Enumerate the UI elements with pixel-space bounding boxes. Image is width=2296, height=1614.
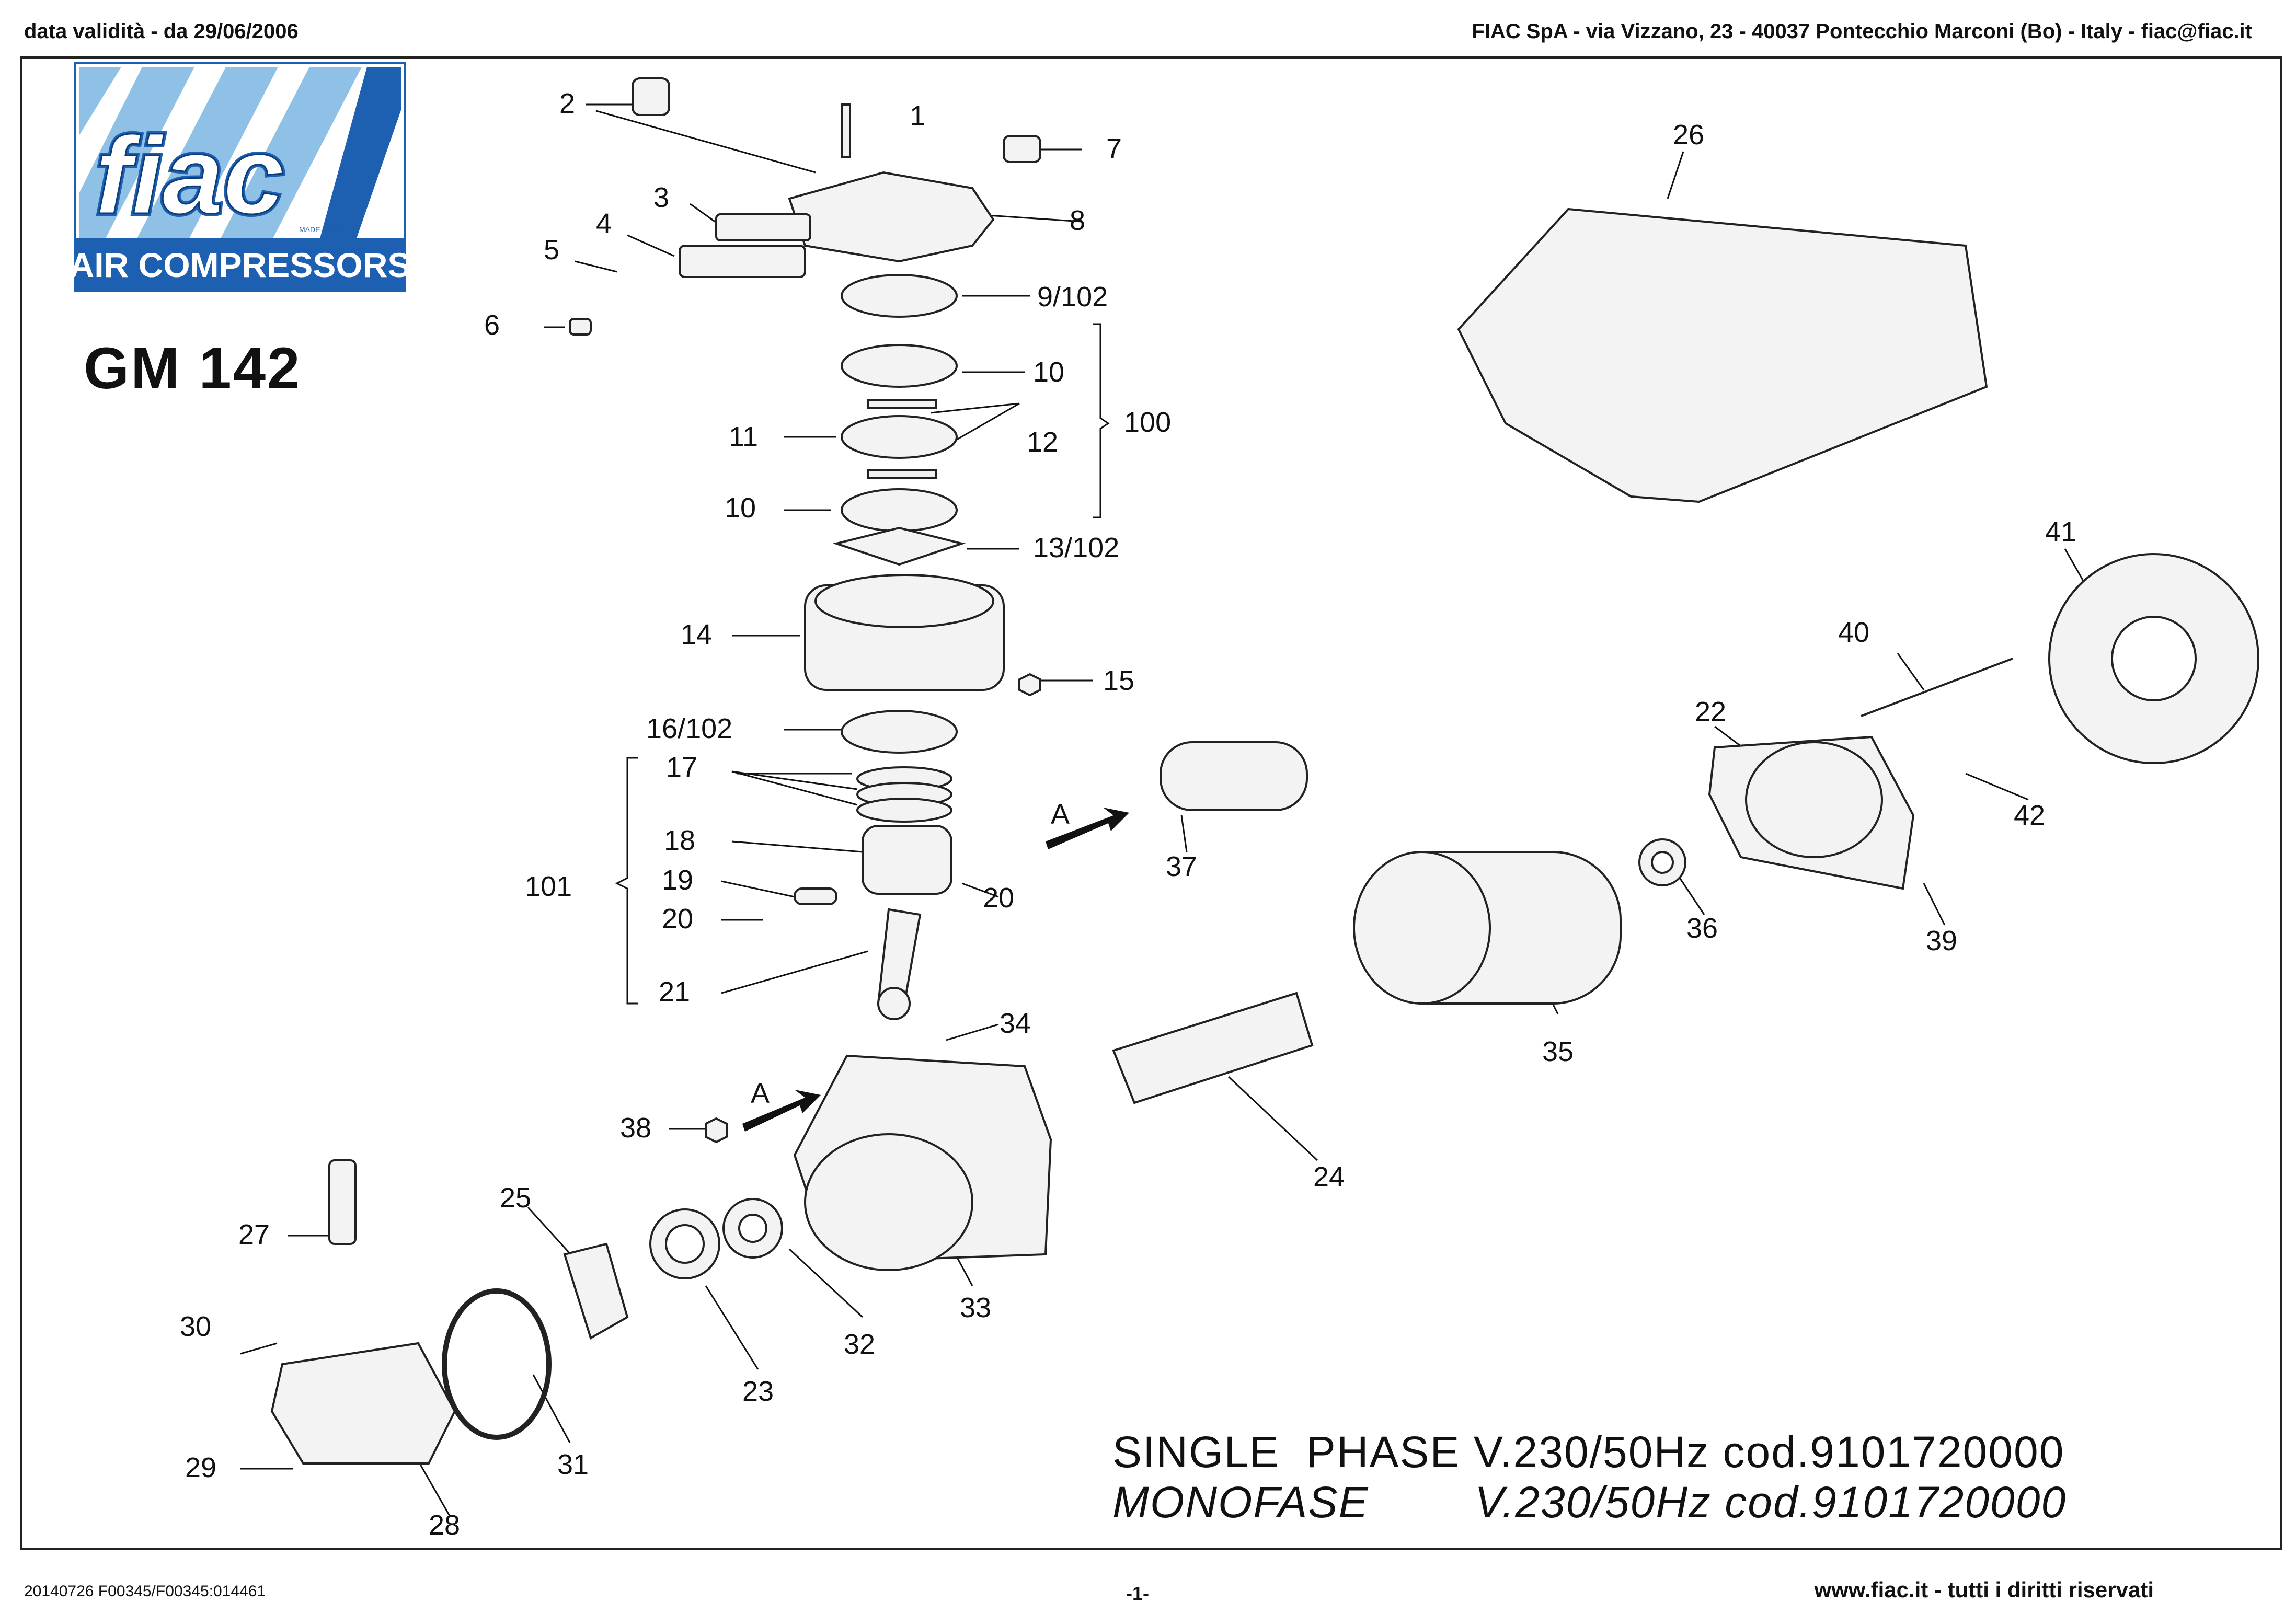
label-part-18: 18: [664, 825, 695, 856]
logo-made-in: MADE IN ITALY: [299, 225, 351, 234]
label-part-9-102: 9/102: [1037, 281, 1108, 313]
logo-brand-outline: fiac: [95, 114, 284, 237]
label-part-1: 1: [910, 100, 925, 132]
label-part-6: 6: [484, 309, 500, 341]
label-part-27: 27: [238, 1219, 270, 1250]
label-part-17: 17: [666, 752, 697, 783]
label-part-39: 39: [1926, 925, 1957, 956]
label-part-24: 24: [1313, 1161, 1345, 1193]
label-part-29: 29: [185, 1452, 216, 1483]
label-part-14: 14: [681, 619, 712, 650]
page-number: -1-: [1126, 1583, 1149, 1604]
drawing-frame: [20, 56, 2282, 1550]
arrow-a-label-1: A: [1051, 799, 1070, 830]
logo-brand: fiac: [95, 114, 284, 237]
label-part-42: 42: [2014, 800, 2045, 831]
label-part-12: 12: [1027, 426, 1058, 458]
label-part-34: 34: [1000, 1008, 1031, 1039]
label-part-23: 23: [742, 1376, 774, 1407]
arrow-a-label-2: A: [751, 1078, 770, 1109]
label-part-21: 21: [659, 976, 690, 1008]
label-part-25: 25: [500, 1182, 531, 1214]
label-part-5: 5: [544, 234, 559, 266]
label-part-36: 36: [1686, 913, 1718, 944]
validity-date: data validità - da 29/06/2006: [24, 20, 299, 43]
model-name: GM 142: [84, 336, 302, 401]
label-part-40: 40: [1838, 617, 1869, 648]
label-part-37: 37: [1166, 851, 1197, 882]
label-part-41: 41: [2045, 516, 2076, 548]
label-part-13-102: 13/102: [1033, 532, 1119, 563]
label-part-32: 32: [844, 1329, 875, 1360]
label-part-38: 38: [620, 1112, 651, 1144]
label-part-19: 19: [662, 864, 693, 896]
label-part-4: 4: [596, 208, 612, 239]
caption-single-phase: SINGLE PHASE V.230/50Hz cod.9101720000: [1112, 1427, 2065, 1477]
label-part-30: 30: [180, 1311, 211, 1342]
label-part-20b: 20: [662, 903, 693, 935]
label-part-10b: 10: [725, 492, 756, 524]
label-part-3: 3: [653, 182, 669, 213]
label-part-35: 35: [1542, 1036, 1574, 1067]
company-address: FIAC SpA - via Vizzano, 23 - 40037 Ponte…: [1472, 20, 2252, 43]
label-part-26: 26: [1673, 119, 1704, 151]
label-part-20a: 20: [983, 882, 1014, 914]
label-part-2: 2: [559, 88, 575, 119]
label-part-10a: 10: [1033, 356, 1064, 388]
website-rights: www.fiac.it - tutti i diritti riservati: [1814, 1577, 2154, 1602]
logo-tagline: AIR COMPRESSORS: [74, 246, 406, 284]
document-code: 20140726 F00345/F00345:014461: [24, 1583, 266, 1600]
label-part-33: 33: [960, 1292, 991, 1323]
label-part-8: 8: [1070, 205, 1085, 236]
label-part-31: 31: [557, 1449, 589, 1480]
label-part-15: 15: [1103, 665, 1134, 696]
label-part-16-102: 16/102: [646, 713, 732, 744]
label-part-101: 101: [525, 871, 572, 902]
caption-monofase: MONOFASE V.230/50Hz cod.9101720000: [1112, 1478, 2067, 1527]
fiac-logo: fiac fiac MADE IN ITALY AIR COMPRESSORS: [74, 62, 406, 292]
label-part-28: 28: [429, 1509, 460, 1541]
label-part-22: 22: [1695, 696, 1726, 728]
label-part-100: 100: [1124, 407, 1171, 438]
label-part-7: 7: [1106, 133, 1122, 164]
label-part-11: 11: [729, 421, 758, 453]
